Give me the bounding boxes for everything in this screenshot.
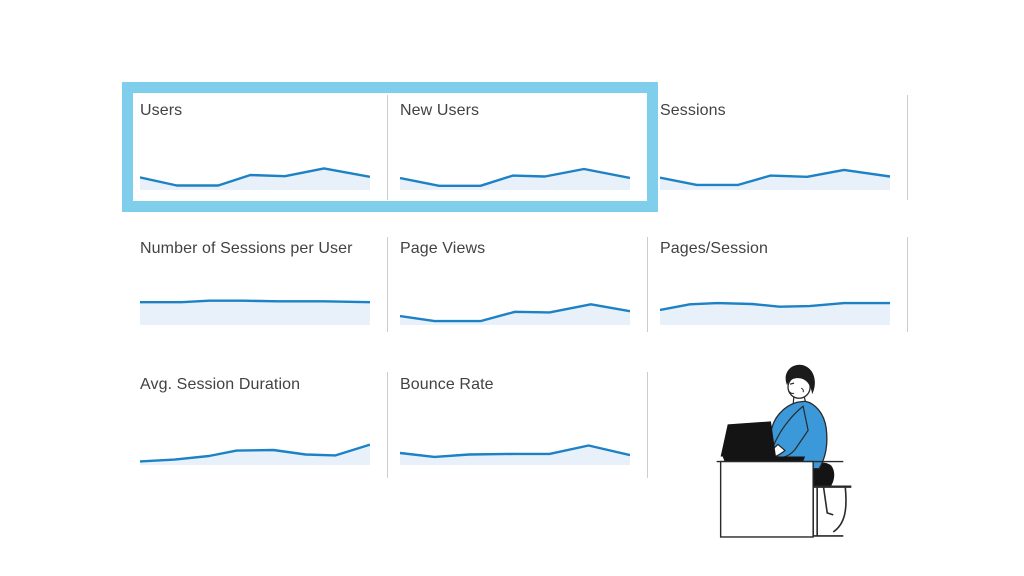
metric-card-title: Users bbox=[140, 102, 183, 119]
ear-line bbox=[800, 387, 804, 393]
metric-row-1: Users New Users Sessions bbox=[128, 95, 908, 200]
leg-line bbox=[822, 484, 834, 516]
metric-sparkline bbox=[140, 435, 370, 465]
metric-card-title: New Users bbox=[400, 102, 480, 119]
metric-sparkline bbox=[660, 295, 890, 325]
metric-sparkline bbox=[400, 435, 630, 465]
metric-card-title: Sessions bbox=[660, 102, 726, 119]
metric-card-title: Pages/Session bbox=[660, 240, 769, 257]
metric-card[interactable]: Page Views bbox=[388, 237, 648, 332]
metric-card[interactable]: Number of Sessions per User bbox=[128, 237, 388, 332]
metric-card[interactable]: Bounce Rate bbox=[388, 372, 648, 478]
hair-shape bbox=[785, 364, 815, 395]
metric-card[interactable]: Sessions bbox=[648, 95, 908, 200]
metric-card[interactable]: Users bbox=[128, 95, 388, 200]
eye-line bbox=[789, 382, 795, 385]
metric-row-2: Number of Sessions per User Page Views Pag… bbox=[128, 237, 908, 332]
desk-panel bbox=[719, 460, 814, 538]
metric-card-title: Avg. Session Duration bbox=[140, 376, 301, 393]
metric-row-3: Avg. Session Duration Bounce Rate bbox=[128, 372, 648, 478]
person-laptop-illustration bbox=[716, 364, 852, 538]
metric-sparkline bbox=[140, 160, 370, 190]
metric-card-title: Number of Sessions per User bbox=[140, 240, 353, 257]
laptop-screen-icon bbox=[720, 421, 776, 457]
metric-sparkline bbox=[660, 160, 890, 190]
metric-card-title: Page Views bbox=[400, 240, 486, 257]
selected-metrics-highlight bbox=[122, 82, 658, 212]
metric-card[interactable]: Avg. Session Duration bbox=[128, 372, 388, 478]
metric-sparkline bbox=[140, 295, 370, 325]
smile-line bbox=[788, 390, 795, 394]
metric-card[interactable]: Pages/Session bbox=[648, 237, 908, 332]
laptop-base-icon bbox=[722, 456, 806, 462]
metric-card-title: Bounce Rate bbox=[400, 376, 494, 393]
metric-sparkline bbox=[400, 295, 630, 325]
metric-sparkline bbox=[400, 160, 630, 190]
